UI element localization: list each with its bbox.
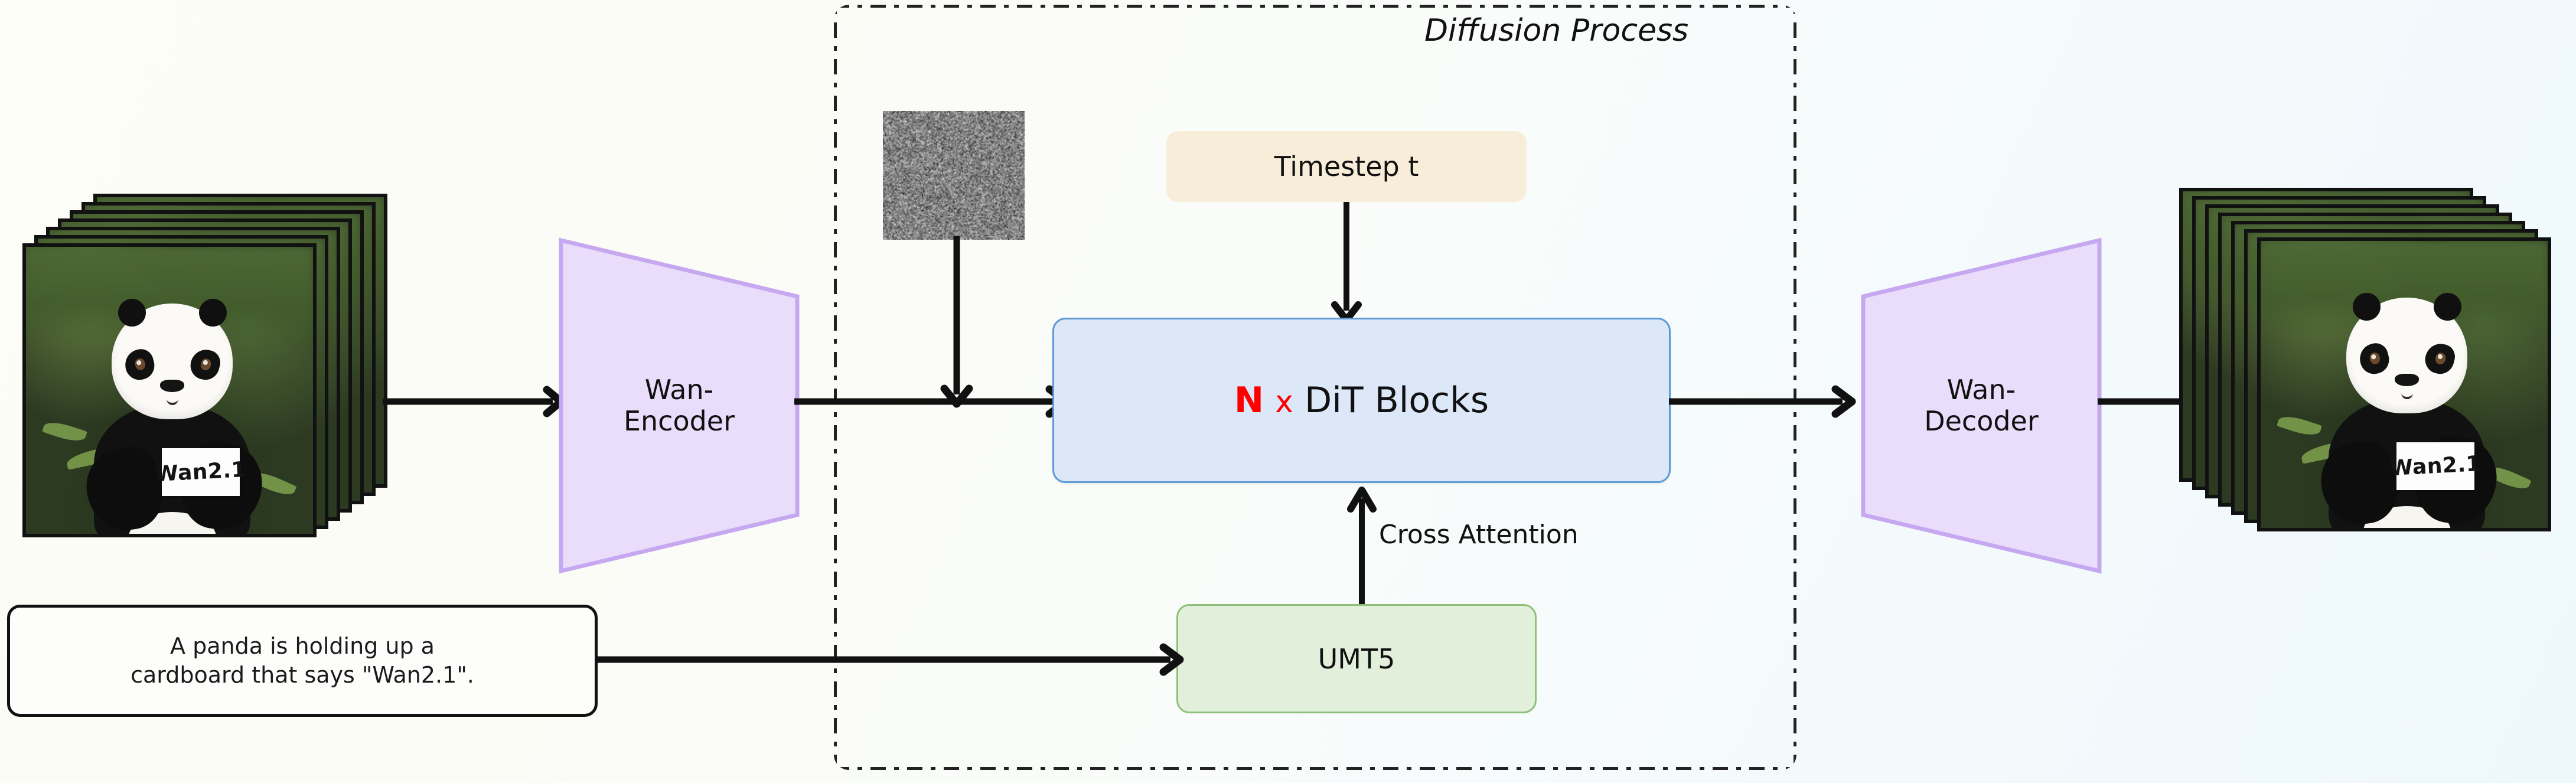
wan-encoder-label-line1: Wan- bbox=[645, 374, 713, 406]
umt5-label: UMT5 bbox=[1318, 643, 1395, 675]
noise-latent-patch bbox=[883, 111, 1025, 240]
prompt-box[interactable]: A panda is holding up a cardboard that s… bbox=[7, 605, 598, 717]
dit-blocks-text: DiT Blocks bbox=[1305, 380, 1489, 421]
diffusion-process-label: Diffusion Process bbox=[1424, 13, 1688, 48]
dit-times-symbol: x bbox=[1275, 384, 1293, 420]
wan-decoder[interactable]: Wan- Decoder bbox=[1860, 237, 2102, 574]
input-frame-front: Wan2.1 bbox=[22, 243, 317, 537]
cross-attention-label: Cross Attention bbox=[1379, 520, 1579, 550]
arrow-prompt-to-umt5 bbox=[596, 641, 1187, 678]
panda-sign-text: Wan2.1 bbox=[155, 458, 247, 487]
arrow-noise-to-latent-path bbox=[939, 236, 974, 407]
output-frame-stack: Wan2.1 bbox=[2179, 188, 2569, 542]
wan-decoder-label: Wan- Decoder bbox=[1924, 374, 2039, 438]
wan-decoder-label-line1: Wan- bbox=[1947, 374, 2016, 406]
prompt-line-2: cardboard that says "Wan2.1". bbox=[131, 661, 474, 690]
panda-sign: Wan2.1 bbox=[2396, 442, 2475, 491]
wan-encoder[interactable]: Wan- Encoder bbox=[558, 237, 800, 574]
arrow-timestep-to-dit bbox=[1329, 202, 1364, 323]
panda-sign: Wan2.1 bbox=[162, 448, 240, 497]
arrow-dit-to-decoder bbox=[1669, 383, 1858, 420]
timestep-box[interactable]: Timestep t bbox=[1166, 131, 1527, 202]
prompt-line-1: A panda is holding up a bbox=[170, 632, 435, 661]
input-frame-stack: Wan2.1 bbox=[11, 194, 389, 548]
panda: Wan2.1 bbox=[83, 298, 261, 537]
arrow-encoder-to-dit bbox=[794, 383, 1072, 420]
wan-encoder-label-line2: Encoder bbox=[624, 405, 735, 437]
timestep-label: Timestep t bbox=[1274, 151, 1419, 182]
panda-sign-text: Wan2.1 bbox=[2389, 452, 2482, 481]
output-frame-front: Wan2.1 bbox=[2257, 237, 2551, 531]
dit-blocks-box[interactable]: N x DiT Blocks bbox=[1052, 318, 1671, 483]
arrow-frames-to-encoder bbox=[383, 384, 566, 419]
panda: Wan2.1 bbox=[2318, 292, 2496, 531]
wan-decoder-label-line2: Decoder bbox=[1924, 405, 2039, 437]
dit-blocks-label: N x DiT Blocks bbox=[1234, 380, 1489, 421]
umt5-box[interactable]: UMT5 bbox=[1176, 604, 1537, 713]
dit-multiplier: N bbox=[1234, 380, 1264, 421]
wan-encoder-label: Wan- Encoder bbox=[624, 374, 735, 438]
